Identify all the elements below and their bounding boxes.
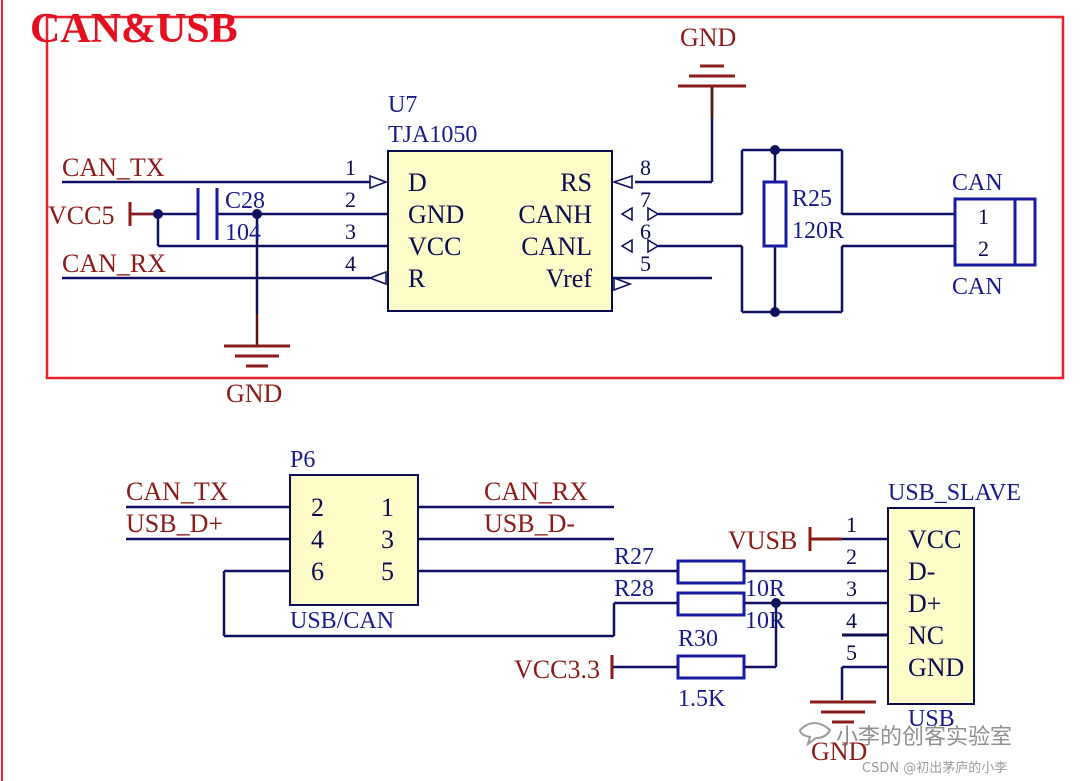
resistor-r28: [676, 591, 746, 617]
u7-pin8-name: RS: [560, 168, 592, 197]
gnd-label-rs: GND: [680, 23, 736, 52]
usb-pin3-num: 3: [846, 576, 857, 601]
junction-dot: [770, 145, 780, 155]
can-conn-label-top: CAN: [952, 170, 1003, 196]
resistor-r30: [676, 654, 746, 680]
u7-part: TJA1050: [388, 122, 477, 148]
u7-pin7-name: CANH: [518, 200, 592, 229]
gnd-symbol-usb: [810, 700, 876, 724]
can-connector-tab: [1013, 197, 1037, 267]
u7-pin6-name: CANL: [521, 232, 592, 261]
p6-pin-4: 4: [311, 525, 324, 554]
r30-designator: R30: [678, 626, 718, 652]
p6-name: USB/CAN: [290, 608, 394, 634]
r27-value: 10R: [745, 576, 785, 602]
vcc5-label: VCC5: [48, 201, 114, 230]
u7-pin-arrows: [367, 174, 660, 292]
c28-value: 104: [225, 220, 261, 246]
capacitor-c28: [196, 188, 219, 240]
usb-pin-nums: 1 2 3 4 5: [846, 512, 857, 665]
usb-designator: USB_SLAVE: [888, 480, 1021, 506]
r30-value: 1.5K: [678, 686, 726, 712]
p6-designator: P6: [290, 447, 315, 473]
u7-right-pin-nums: 8 7 6 5: [640, 155, 651, 276]
u7-pin3-name: VCC: [408, 232, 461, 261]
net-can-tx-p6: CAN_TX: [126, 477, 229, 506]
usb-pin1-name: VCC: [908, 525, 961, 554]
u7-pin8-num: 8: [640, 155, 651, 180]
junction-dot: [252, 209, 262, 219]
u7-pin2-num: 2: [345, 187, 356, 212]
can-block-frame: [45, 15, 1065, 380]
net-can-rx-p6: CAN_RX: [484, 477, 588, 506]
p6-pin-numbers: 2 4 6 1 3 5: [311, 493, 394, 586]
net-usb-dp-p6: USB_D+: [126, 509, 223, 538]
wechat-icon: [798, 722, 832, 747]
u7-pin4-name: R: [408, 264, 426, 293]
p6-pin-5: 5: [381, 557, 394, 586]
junction-dot: [771, 598, 781, 608]
p6-header-body: [289, 474, 419, 606]
u7-pin6-num: 6: [640, 219, 651, 244]
r27-designator: R27: [614, 544, 654, 570]
net-usb-dm-p6: USB_D-: [484, 509, 575, 538]
usb-pin1-num: 1: [846, 512, 857, 537]
gnd-label-usb: GND: [811, 737, 867, 766]
usb-pin2-name: D-: [908, 557, 935, 586]
r25-designator: R25: [792, 186, 832, 212]
r28-value: 10R: [745, 608, 785, 634]
usb-name: USB: [908, 706, 955, 732]
gnd-symbol-can: [224, 344, 290, 368]
u7-chip-body: [387, 150, 613, 312]
u7-left-pins: D GND VCC R 1 2 3 4: [345, 155, 464, 293]
u7-designator: U7: [388, 92, 417, 118]
gnd-label-can: GND: [226, 379, 282, 408]
usb-pin-names: VCC D- D+ NC GND: [908, 525, 964, 682]
r25-value: 120R: [792, 218, 844, 244]
net-can-tx: CAN_TX: [62, 153, 165, 182]
can-pin-stubs: [255, 86, 714, 345]
u7-pin2-name: GND: [408, 200, 464, 229]
can-conn-pin2: 2: [978, 236, 989, 261]
can-connector-body: [953, 197, 1017, 267]
vusb-label: VUSB: [728, 526, 797, 555]
watermark: 小李的创客实验室 CSDN @初出茅庐的小李: [798, 722, 1012, 776]
usb-pin5-name: GND: [908, 653, 964, 682]
p6-pin-6: 6: [311, 557, 324, 586]
u7-pin3-num: 3: [345, 219, 356, 244]
junction-dot: [153, 209, 163, 219]
u7-pin5-num: 5: [640, 251, 651, 276]
gnd-symbol-rs: [678, 64, 746, 88]
usb-slave-body: [887, 507, 975, 705]
usb-pin5-num: 5: [846, 640, 857, 665]
resistor-r27: [676, 559, 746, 585]
vusb-power-symbol: [808, 527, 842, 551]
p6-pin-2: 2: [311, 493, 324, 522]
watermark-sub: CSDN @初出茅庐的小李: [862, 760, 1007, 776]
usb-pin4-name: NC: [908, 621, 944, 650]
u7-pin1-num: 1: [345, 155, 356, 180]
usb-pin3-name: D+: [908, 589, 941, 618]
p6-pin-1: 1: [381, 493, 394, 522]
watermark-main: 小李的创客实验室: [836, 725, 1012, 750]
block-title: CAN&USB: [30, 6, 238, 52]
can-conn-pin1: 1: [978, 204, 989, 229]
junction-dot: [770, 307, 780, 317]
p6-pin-3: 3: [381, 525, 394, 554]
resistor-r25: [762, 180, 788, 248]
u7-pin7-num: 7: [640, 187, 651, 212]
usb-pin2-num: 2: [846, 544, 857, 569]
can-conn-label-bottom: CAN: [952, 274, 1003, 300]
u7-pin5-name: Vref: [546, 264, 592, 293]
u7-pin1-name: D: [408, 168, 427, 197]
u7-pin4-num: 4: [345, 251, 356, 276]
r28-designator: R28: [614, 576, 654, 602]
usb-pin4-num: 4: [846, 608, 857, 633]
net-can-rx: CAN_RX: [62, 249, 166, 278]
vcc33-label: VCC3.3: [514, 655, 600, 684]
can-junctions: [153, 145, 780, 317]
u7-right-pins: RS CANH CANL Vref: [518, 168, 592, 293]
usb-wires: [126, 505, 888, 700]
